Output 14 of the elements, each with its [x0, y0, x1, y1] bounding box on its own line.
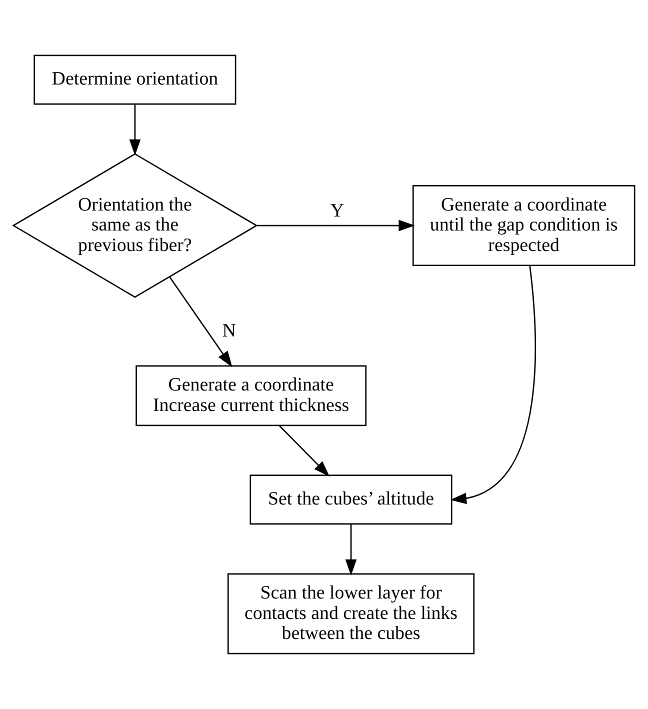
node-box: Determine orientation: [34, 54, 236, 105]
node-box: Set the cubes’ altitude: [250, 474, 452, 525]
node-diamond: Orientation the same as the previous fiber?: [12, 153, 258, 298]
edge-label: Y: [330, 200, 344, 222]
arrow: [256, 220, 415, 232]
edge-label: N: [222, 320, 236, 342]
node-box: Generate a coordinate Increase current thickness: [136, 365, 367, 426]
arrow: [450, 265, 536, 504]
arrow: [345, 524, 357, 576]
node-box: Generate a coordinate until the gap condition is respected: [412, 185, 636, 266]
arrow: [278, 425, 330, 477]
arrow: [169, 276, 232, 368]
node-box: Scan the lower layer for contacts and create the links between the cubes: [227, 573, 475, 654]
arrow: [129, 104, 141, 156]
